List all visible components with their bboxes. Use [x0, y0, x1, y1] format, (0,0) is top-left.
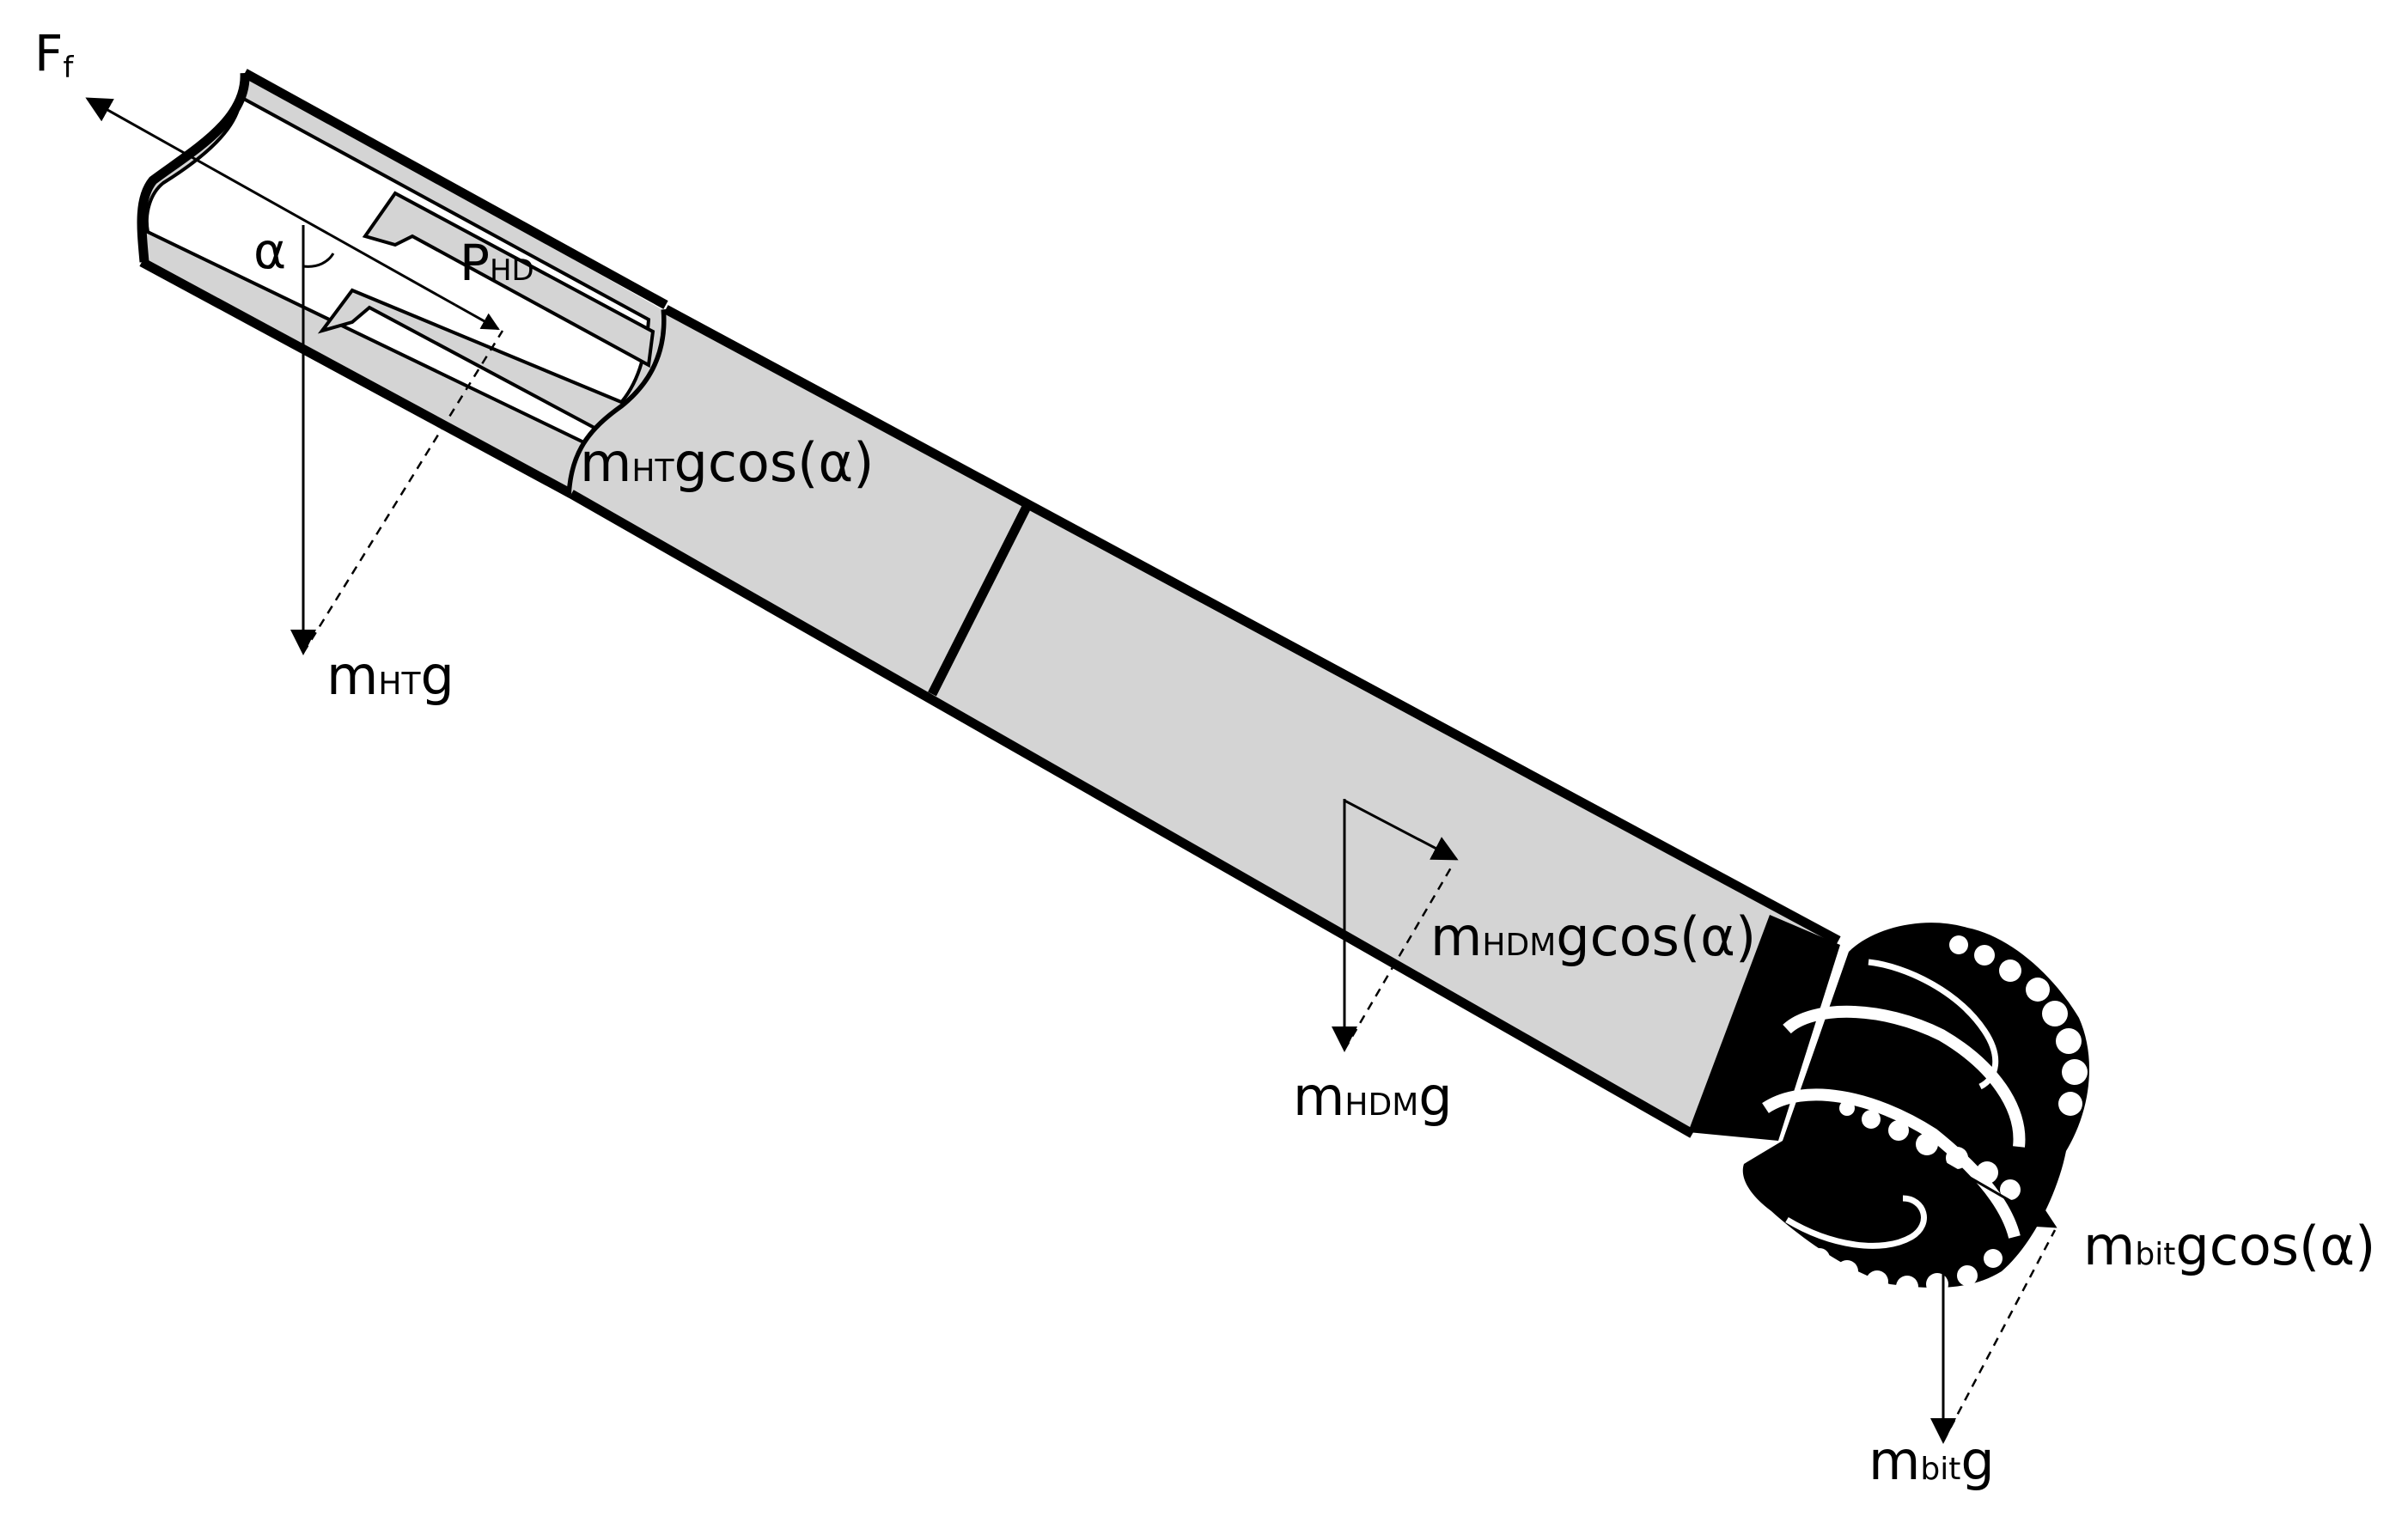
hdm-weight-component-dashed — [1343, 862, 1455, 1051]
section-joint — [928, 504, 1031, 697]
friction-force-label: Ff — [34, 24, 74, 85]
ht-cos-label: mHTgcos(α) — [580, 431, 874, 494]
labels: Ff α PHD mHTgcos(α) mHTg mHDMgcos(α) mHD… — [34, 24, 2375, 1492]
bit-cos-label: mbitgcos(α) — [2083, 1215, 2375, 1277]
bit-gap-upper — [1783, 1005, 2026, 1148]
bit-weight-label: mbitg — [1868, 1429, 1995, 1492]
friction-force-arrow — [85, 97, 456, 307]
hdm-weight-label: mHDMg — [1293, 1065, 1453, 1128]
angle-label: α — [253, 222, 286, 280]
force-vectors — [85, 97, 2057, 1444]
thruster-bottom-wall — [139, 258, 574, 498]
ht-weight-label: mHTg — [326, 644, 454, 707]
pdc-cutters — [1762, 935, 2088, 1298]
angle-arc — [302, 253, 335, 268]
hdm-bottom-edge — [569, 490, 1695, 1138]
ht-weight-component-dashed — [302, 330, 504, 654]
bit-collar — [1688, 915, 1840, 1141]
hd-pressure-arrow — [454, 303, 500, 331]
hd-pressure-label: PHD — [460, 234, 534, 292]
blade-channel-upper — [1868, 959, 1999, 1090]
thruster-left-break — [137, 72, 250, 263]
hdm-cos-label: mHDMgcos(α) — [1430, 905, 1756, 968]
bit-gap-lower — [1762, 1088, 2021, 1239]
hdm-body — [571, 309, 1838, 1134]
hdm-section — [569, 305, 1841, 1138]
piston-upper — [362, 191, 655, 369]
bit-axial-component-arrow — [1942, 1160, 2057, 1228]
thruster-top-wall — [242, 69, 668, 309]
drill-bit — [1688, 915, 2089, 1298]
blade-channel-lower — [1785, 1195, 1927, 1249]
hdm-top-edge — [663, 305, 1841, 945]
